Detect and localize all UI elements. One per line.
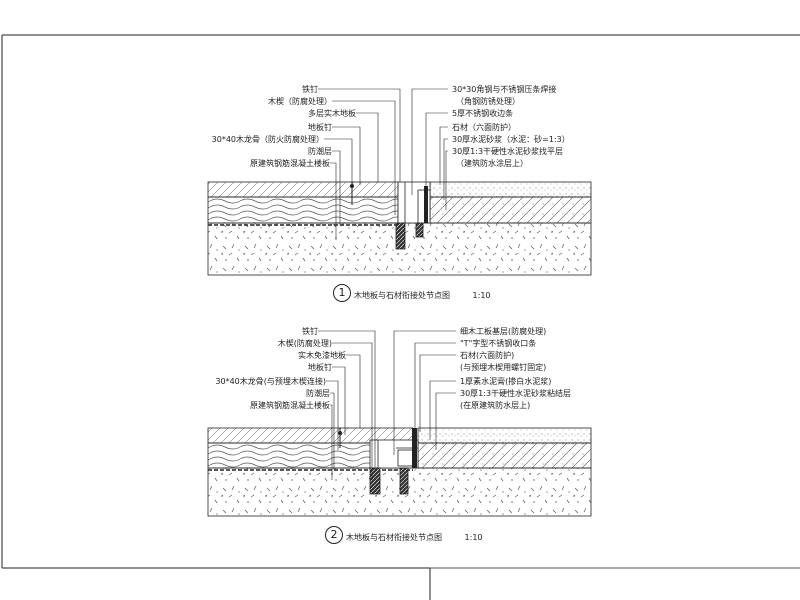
wood-wedge-1b (415, 222, 424, 238)
detail-1-scale: 1:10 (472, 291, 491, 300)
label-floor-2: 实木免漆地板 (298, 351, 346, 360)
detail-2-number: 2 (325, 526, 343, 544)
label-trim-1: 5厚不锈钢收边条 (452, 109, 514, 118)
leaders-left-1 (318, 88, 401, 240)
label-t-trim-2: "T"字型不锈钢收口条 (460, 339, 537, 348)
mortar-bed-2 (417, 442, 592, 469)
label-floor-nail-2: 地板钉 (308, 363, 332, 372)
label-joist-2: 30*40木龙骨(与预埋木楔连接) (215, 377, 326, 386)
detail-2-caption: 木地板与石材衔接处节点图 1:10 (346, 532, 483, 543)
stone-layer-2 (417, 427, 592, 444)
leaders-right-2 (393, 330, 456, 455)
detail-1-section (207, 88, 592, 276)
label-floor-nail-1: 地板钉 (308, 123, 332, 132)
detail-2-section (207, 330, 592, 517)
label-stone-1: 石材（六面防护） (452, 123, 516, 132)
mortar-bed-1 (429, 196, 592, 224)
concrete-slab-2 (207, 467, 592, 517)
label-bond-coat-2: 30厚1:3干硬性水泥砂浆粘结层 (460, 389, 572, 398)
wood-wedge-2b (399, 467, 409, 495)
label-joist-1: 30*40木龙骨（防火防腐处理） (211, 135, 324, 144)
label-wood-wedge-1: 木楔（防腐处理） (268, 97, 332, 106)
stone-layer-1 (429, 181, 592, 198)
label-angle-note-1: （角钢防锈处理） (456, 97, 520, 106)
leaders-left-2 (318, 330, 376, 480)
wood-wedge-1a (395, 222, 406, 250)
label-bond-note-2: (在原建筑防水层上) (460, 401, 531, 410)
wood-wedge-2a (369, 467, 381, 495)
detail-1-caption: 木地板与石材衔接处节点图 1:10 (354, 290, 491, 301)
label-cement-paste-2: 1厚素水泥膏(掺白水泥浆) (460, 377, 552, 386)
detail-2-title: 木地板与石材衔接处节点图 (346, 533, 442, 542)
label-moisture-2: 防潮层 (306, 389, 330, 398)
label-stone-2: 石材(六面防护) (460, 351, 515, 360)
label-screed-note-1: （建筑防水涂层上） (456, 159, 528, 168)
page-frame (1, 34, 800, 600)
label-moisture-1: 防潮层 (308, 147, 332, 156)
label-angle-1: 30*30角钢与不锈钢压条焊接 (452, 85, 557, 94)
wood-joist-layer-1 (207, 196, 399, 224)
detail-2-scale: 1:10 (464, 533, 483, 542)
detail-1-title: 木地板与石材衔接处节点图 (354, 291, 450, 300)
label-stone-note-2: (与预埋木楔用螺钉固定) (460, 363, 547, 372)
label-floor-1: 多层实木地板 (308, 109, 356, 118)
label-nail-2: 铁钉 (302, 327, 318, 336)
label-plywood-2: 细木工板基层(防腐处理) (460, 327, 547, 336)
label-screed-1: 30厚1:3干硬性水泥砂浆找平层 (452, 147, 564, 156)
wood-floor-board-1 (207, 181, 399, 198)
label-slab-1: 原建筑钢筋混凝土楼板 (250, 159, 330, 168)
label-wood-wedge-2: 木楔(防腐处理) (277, 339, 332, 348)
detail-1-number: 1 (333, 284, 351, 302)
leaders-right-1 (411, 88, 448, 210)
label-nail-1: 铁钉 (302, 85, 318, 94)
label-mortar-1: 30厚水泥砂浆（水泥：砂=1:3） (452, 135, 570, 144)
label-slab-2: 原建筑钢筋混凝土楼板 (250, 401, 330, 410)
